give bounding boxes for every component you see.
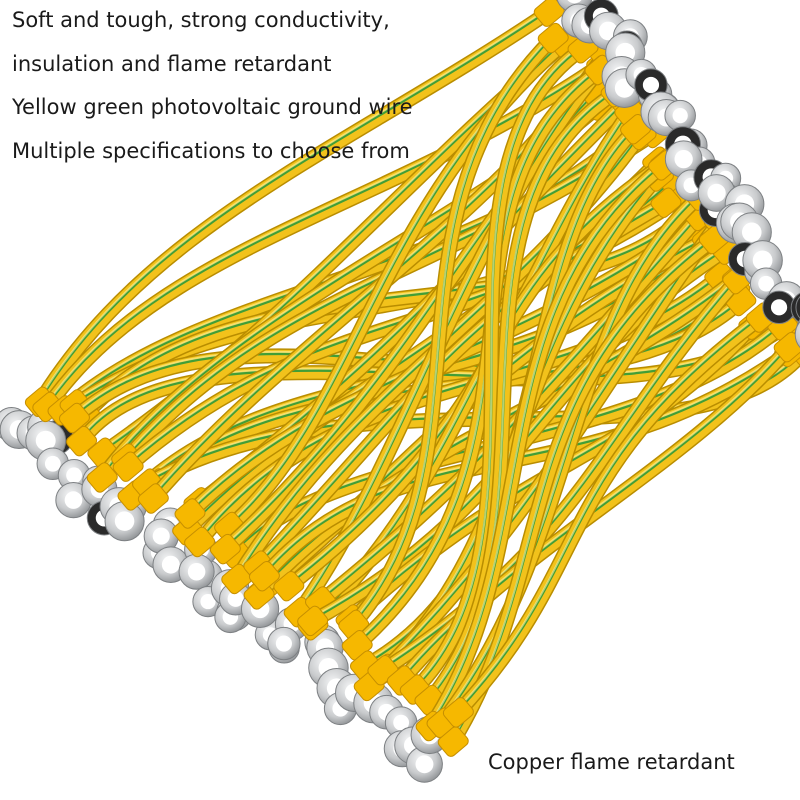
wire-strand	[399, 33, 599, 705]
insulation-sleeve-body	[442, 697, 474, 728]
ring-terminal-hole	[227, 590, 244, 607]
insulation-sleeve	[537, 22, 569, 54]
ring-terminal-hole	[35, 430, 56, 451]
wire-highlight	[46, 59, 602, 405]
headline-line-3: Yellow green photovoltaic ground wire	[12, 95, 413, 119]
ring-terminal-hole	[393, 714, 410, 731]
ring-terminal	[795, 295, 800, 319]
headline-line-2: insulation and flame retardant	[12, 52, 332, 76]
ring-terminal-hole	[66, 467, 83, 484]
insulation-sleeve	[209, 533, 241, 565]
insulation-sleeve-body	[537, 22, 569, 54]
insulation-sleeve-body	[297, 605, 329, 637]
wire-strands	[24, 0, 800, 757]
ring-terminal-hole	[642, 76, 660, 94]
insulation-sleeve	[184, 526, 216, 558]
headline-line-4: Multiple specifications to choose from	[12, 139, 410, 163]
ring-terminal-hole	[152, 527, 170, 545]
ring-terminal-hole	[672, 107, 688, 124]
ring-terminal-hole	[114, 511, 135, 531]
insulation-sleeve	[66, 425, 98, 457]
wire-highlight	[124, 128, 656, 457]
ring-terminal-hole	[752, 250, 773, 271]
ring-terminal-hole	[187, 562, 206, 581]
ring-terminal-hole	[567, 0, 582, 4]
wire-highlight	[429, 161, 664, 724]
insulation-sleeve	[86, 462, 118, 493]
wire-highlight	[83, 205, 692, 413]
ring-terminal-hole	[674, 149, 693, 169]
ring-terminal	[57, 459, 91, 492]
insulation-sleeve	[650, 187, 682, 218]
insulation-sleeve-body	[86, 462, 118, 493]
wire-highlight	[413, 43, 584, 688]
ring-terminal	[104, 501, 145, 542]
insulation-sleeve	[442, 697, 474, 728]
insulation-sleeve	[273, 570, 305, 602]
insulation-sleeve	[137, 483, 169, 514]
wire-strand	[442, 302, 777, 728]
ring-terminal-hole	[64, 491, 83, 509]
ring-terminals-right	[556, 0, 800, 349]
wire-body	[41, 58, 607, 414]
insulation-sleeve-body	[273, 570, 305, 602]
wire-body	[78, 204, 697, 422]
ring-terminal-hole	[161, 555, 180, 574]
insulation-sleeve	[248, 560, 280, 592]
wire-green-stripe	[45, 61, 603, 407]
ring-terminal	[406, 745, 443, 783]
ring-terminal	[267, 626, 301, 661]
wire-body	[119, 127, 661, 466]
insulation-sleeve	[112, 451, 144, 482]
headline-line-1: Soft and tough, strong conductivity,	[12, 8, 390, 32]
ring-terminal-hole	[415, 755, 434, 774]
ring-terminal-hole	[200, 594, 216, 610]
wire-green-stripe	[38, 9, 550, 402]
ring-terminal-hole	[758, 275, 774, 292]
wire-highlight	[440, 191, 701, 721]
ring-terminal	[178, 553, 215, 590]
insulation-sleeve-body	[137, 483, 169, 514]
wire-highlight	[456, 313, 762, 711]
insulation-sleeve-body	[248, 560, 280, 592]
ring-terminal-hole	[275, 635, 292, 652]
ring-terminal	[664, 99, 696, 132]
wire-strand	[338, 22, 569, 641]
wire-green-stripe	[82, 207, 692, 415]
ring-terminal	[794, 320, 800, 349]
ring-terminal-hole	[44, 455, 61, 472]
ring-terminal-hole	[770, 299, 788, 316]
insulation-sleeve-body	[174, 498, 206, 529]
insulation-sleeve	[297, 605, 329, 637]
ring-terminal	[664, 140, 703, 178]
insulation-sleeve	[174, 498, 206, 529]
insulation-sleeve-body	[650, 187, 682, 218]
wire-green-stripe	[124, 130, 656, 459]
insulation-sleeve-body	[184, 526, 216, 558]
ring-terminal-ring	[794, 320, 800, 349]
ring-terminal	[762, 290, 796, 325]
ring-terminal	[143, 518, 179, 554]
ring-terminal-ring	[795, 295, 800, 319]
insulation-sleeve-body	[112, 451, 144, 482]
wire-highlight	[351, 33, 554, 623]
insulation-sleeve	[437, 726, 469, 757]
caption-copper: Copper flame retardant	[488, 750, 735, 774]
insulation-sleeve-body	[437, 726, 469, 757]
wire-highlight	[38, 7, 550, 400]
insulation-sleeve-body	[66, 425, 98, 457]
insulation-sleeve-body	[209, 533, 241, 565]
ring-terminal-hole	[707, 183, 726, 203]
ring-terminal-hole	[598, 21, 618, 41]
ring-terminal-hole	[741, 222, 762, 243]
